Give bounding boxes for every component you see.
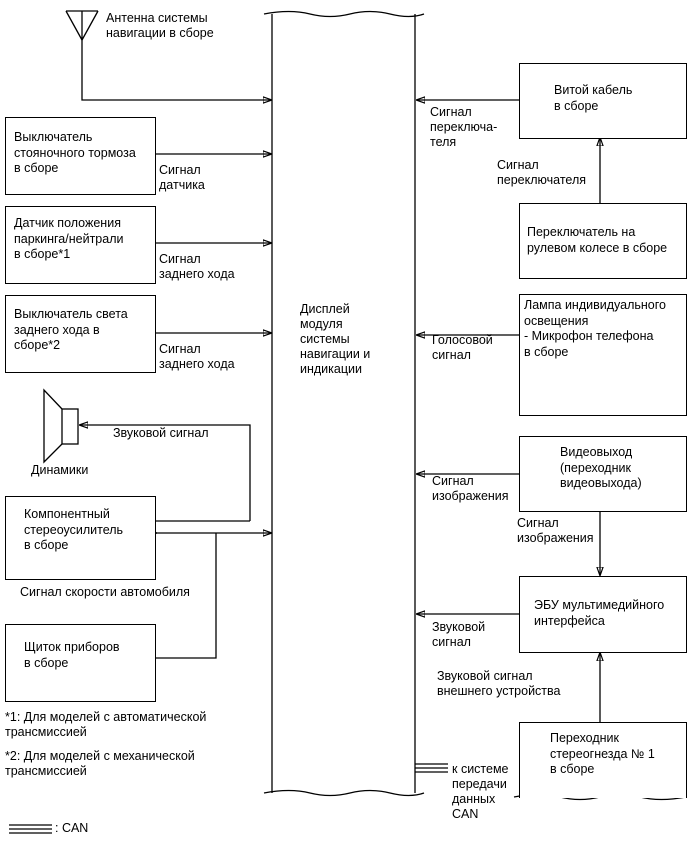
meter-label: Щиток приборов в сборе <box>24 640 120 670</box>
ecu-label: ЭБУ мультимедийного интерфейса <box>534 598 665 628</box>
room-lamp-box: Лампа индивидуального освещения - Микроф… <box>519 294 687 416</box>
can-legend-lines <box>9 824 52 834</box>
jack-signal-label: Звуковой сигнал внешнего устройства <box>437 669 561 698</box>
ecu-signal-label: Звуковой сигнал <box>432 620 486 649</box>
reverse-light-label: Выключатель света заднего хода в сборе*2 <box>14 307 128 352</box>
speaker-signal-label: Звуковой сигнал <box>113 426 209 440</box>
steering-switch-box: Переключатель на рулевом колесе в сборе <box>519 203 687 279</box>
reverse-light-signal: Сигнал заднего хода <box>159 342 235 371</box>
amplifier-label: Компонентный стереоусилитель в сборе <box>24 507 124 552</box>
can-bus-label: к системе передачи данных CAN <box>452 762 509 821</box>
stereo-jack-label: Переходник стереогнезда № 1 в сборе <box>550 731 655 776</box>
park-neutral-signal: Сигнал заднего хода <box>159 252 235 281</box>
antenna-icon <box>65 10 99 41</box>
parking-brake-label: Выключатель стояночного тормоза в сборе <box>14 130 136 175</box>
meter-wire <box>155 533 217 659</box>
speaker-signal-wire <box>80 425 251 521</box>
antenna-label: Антенна системы навигации в сборе <box>106 11 214 40</box>
note-2: *2: Для моделей с механической трансмисс… <box>5 749 195 778</box>
center-module-label: Дисплей модуля системы навигации и индик… <box>300 302 371 376</box>
can-bus-lines <box>415 763 448 773</box>
meter-box: Щиток приборов в сборе <box>5 624 156 702</box>
speaker-label: Динамики <box>31 463 89 477</box>
video-out-signal-label: Сигнал изображения <box>432 474 509 503</box>
parking-brake-box: Выключатель стояночного тормоза в сборе <box>5 117 156 195</box>
note-1: *1: Для моделей с автоматической трансми… <box>5 710 207 739</box>
spiral-cable-label: Витой кабель в сборе <box>554 83 633 113</box>
spiral-signal-label: Сигнал переключа- теля <box>430 105 498 149</box>
vehicle-speed-signal: Сигнал скорости автомобиля <box>20 585 190 599</box>
room-lamp-label: Лампа индивидуального освещения - Микроф… <box>524 298 666 359</box>
steering-signal-label: Сигнал переключателя <box>497 158 587 187</box>
amplifier-box: Компонентный стереоусилитель в сборе <box>5 496 156 580</box>
park-neutral-label: Датчик положения паркинга/нейтрали в сбо… <box>14 216 124 261</box>
steering-switch-label: Переключатель на рулевом колесе в сборе <box>527 225 668 255</box>
parking-brake-signal: Сигнал датчика <box>159 163 205 192</box>
center-module-outline <box>263 10 425 797</box>
video-down-signal-label: Сигнал изображения <box>517 516 594 545</box>
ecu-box: ЭБУ мультимедийного интерфейса <box>519 576 687 653</box>
spiral-cable-box: Витой кабель в сборе <box>519 63 687 139</box>
stereo-jack-box: Переходник стереогнезда № 1 в сборе <box>519 722 687 798</box>
room-lamp-signal-label: Голосовой сигнал <box>432 333 493 362</box>
speaker-icon <box>43 388 79 464</box>
park-neutral-box: Датчик положения паркинга/нейтрали в сбо… <box>5 206 156 284</box>
can-legend-label: : CAN <box>55 821 89 835</box>
antenna-wire <box>81 40 271 100</box>
video-out-box: Видеовыход (переходник видеовыхода) <box>519 436 687 512</box>
reverse-light-box: Выключатель света заднего хода в сборе*2 <box>5 295 156 373</box>
video-out-label: Видеовыход (переходник видеовыхода) <box>560 445 642 490</box>
